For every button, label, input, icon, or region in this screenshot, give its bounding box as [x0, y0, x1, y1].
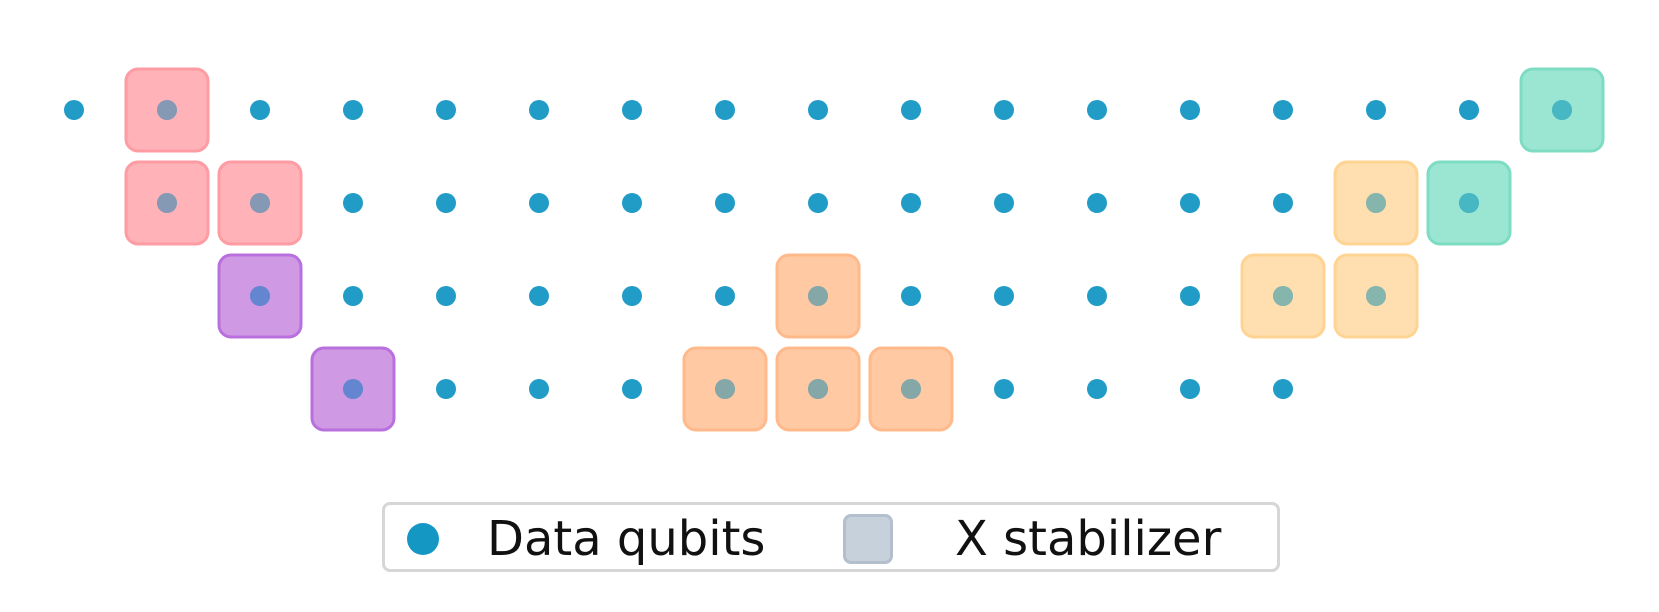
data-qubits-legend-label: Data qubits	[487, 511, 766, 567]
data-qubit	[1366, 193, 1386, 213]
data-qubit	[808, 193, 828, 213]
data-qubit	[250, 100, 270, 120]
qubit-layer	[64, 100, 1572, 399]
data-qubit	[64, 100, 84, 120]
stabilizer-qubit-overlay	[250, 286, 270, 306]
stabilizer-qubit-overlay	[715, 379, 735, 399]
data-qubit	[715, 100, 735, 120]
data-qubit	[1273, 100, 1293, 120]
data-qubit	[436, 286, 456, 306]
stabilizer-qubit-overlay	[250, 193, 270, 213]
data-qubit	[1366, 286, 1386, 306]
data-qubit	[622, 193, 642, 213]
data-qubit	[901, 100, 921, 120]
stabilizer-qubit-overlay	[808, 286, 828, 306]
data-qubit	[1459, 193, 1479, 213]
data-qubit	[1180, 379, 1200, 399]
stabilizer-qubit-overlay	[343, 379, 363, 399]
data-qubit-legend-marker	[407, 523, 439, 555]
data-qubit	[994, 286, 1014, 306]
data-qubit	[343, 100, 363, 120]
data-qubit	[622, 100, 642, 120]
data-qubit	[529, 286, 549, 306]
data-qubit	[1087, 379, 1107, 399]
stabilizer-qubit-overlay	[901, 379, 921, 399]
data-qubit	[808, 100, 828, 120]
data-qubit	[1180, 100, 1200, 120]
data-qubit	[1180, 193, 1200, 213]
data-qubit	[343, 379, 363, 399]
stabilizer-qubit-overlay	[1459, 193, 1479, 213]
data-qubit	[343, 193, 363, 213]
x-stabilizer-legend-label: X stabilizer	[955, 511, 1222, 567]
lattice-diagram	[64, 67, 1605, 432]
data-qubit	[1273, 193, 1293, 213]
data-qubit	[529, 100, 549, 120]
data-qubit	[529, 379, 549, 399]
stabilizer-qubit-overlay	[157, 193, 177, 213]
data-qubit	[1087, 193, 1107, 213]
data-qubit	[901, 193, 921, 213]
data-qubit	[1087, 100, 1107, 120]
data-qubit	[436, 379, 456, 399]
stabilizer-qubit-overlay	[157, 100, 177, 120]
data-qubit	[1552, 100, 1572, 120]
data-qubit	[529, 193, 549, 213]
data-qubit	[1273, 379, 1293, 399]
stabilizer-qubit-overlay	[1273, 286, 1293, 306]
data-qubit	[436, 100, 456, 120]
data-qubit	[157, 193, 177, 213]
data-qubit	[622, 379, 642, 399]
data-qubit	[715, 379, 735, 399]
stabilizer-layer	[124, 67, 1605, 432]
data-qubit	[901, 379, 921, 399]
data-qubit	[901, 286, 921, 306]
data-qubit	[1180, 286, 1200, 306]
data-qubit	[250, 193, 270, 213]
stabilizer-qubit-overlay	[1366, 193, 1386, 213]
data-qubit	[994, 193, 1014, 213]
data-qubit	[1459, 100, 1479, 120]
data-qubit	[808, 286, 828, 306]
data-qubit	[1366, 100, 1386, 120]
data-qubit	[343, 286, 363, 306]
stabilizer-qubit-overlay	[808, 379, 828, 399]
data-qubit	[622, 286, 642, 306]
data-qubit	[1087, 286, 1107, 306]
stabilizer-qubit-overlay	[1552, 100, 1572, 120]
stabilizer-qubit-overlay	[1366, 286, 1386, 306]
data-qubit	[715, 286, 735, 306]
data-qubit	[808, 379, 828, 399]
x-stabilizer-legend-swatch	[843, 514, 893, 564]
data-qubit	[994, 100, 1014, 120]
data-qubit	[715, 193, 735, 213]
data-qubit	[250, 286, 270, 306]
data-qubit	[994, 379, 1014, 399]
data-qubit	[157, 100, 177, 120]
data-qubit	[436, 193, 456, 213]
data-qubit	[1273, 286, 1293, 306]
legend: Data qubits X stabilizer	[382, 502, 1280, 572]
